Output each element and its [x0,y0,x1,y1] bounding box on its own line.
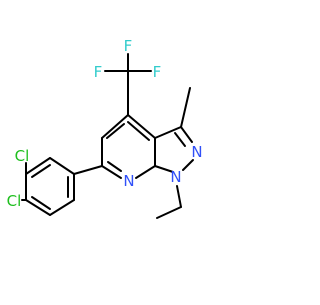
bond-c4-c5-double [106,123,125,139]
bond-ethyl-2 [156,206,182,219]
bond-ph-5 [49,199,75,216]
bond-ph-1 [49,157,75,175]
bond-ph-4 [25,199,51,216]
atom-label-n-pyrazole-1: N [170,168,181,186]
atom-label-cl-lower: Cl [7,192,22,210]
bond-aryl-link [73,165,103,175]
bond-c4-c5 [101,114,129,139]
bond-c3a-c3 [154,126,182,139]
bond-n2-n1 [182,159,194,171]
bonds [21,53,194,219]
bond-methyl [180,87,191,128]
atom-label-f-top: F [124,37,133,55]
atom-label-f-right: F [153,63,162,81]
bond-c6-n7 [101,165,122,179]
structure-canvas: F F F N N N Cl Cl [6,37,203,219]
bond-c6-n7-double [107,161,122,172]
atom-label-n-pyrazole-2: N [191,143,202,161]
bond-n7-c7a [135,165,156,179]
bond-ph-4-double [31,196,51,210]
atom-label-n-pyridine: N [123,172,134,190]
bond-c3-n2 [180,126,193,143]
bond-ethyl-1 [176,185,182,208]
bond-c3a-c4-double [127,121,150,141]
atom-label-cl-upper: Cl [15,147,30,165]
bond-n1-c7a [154,165,174,173]
atom-label-f-left: F [94,63,103,81]
bond-c3a-c4 [127,114,156,139]
bond-c3-n2-double [174,132,186,147]
bond-ph-2-double [31,164,51,178]
atom-labels: F F F N N N Cl Cl [7,37,203,210]
molecule-structure: F F F N N N Cl Cl [7,37,203,219]
bond-ph-2 [25,157,51,175]
